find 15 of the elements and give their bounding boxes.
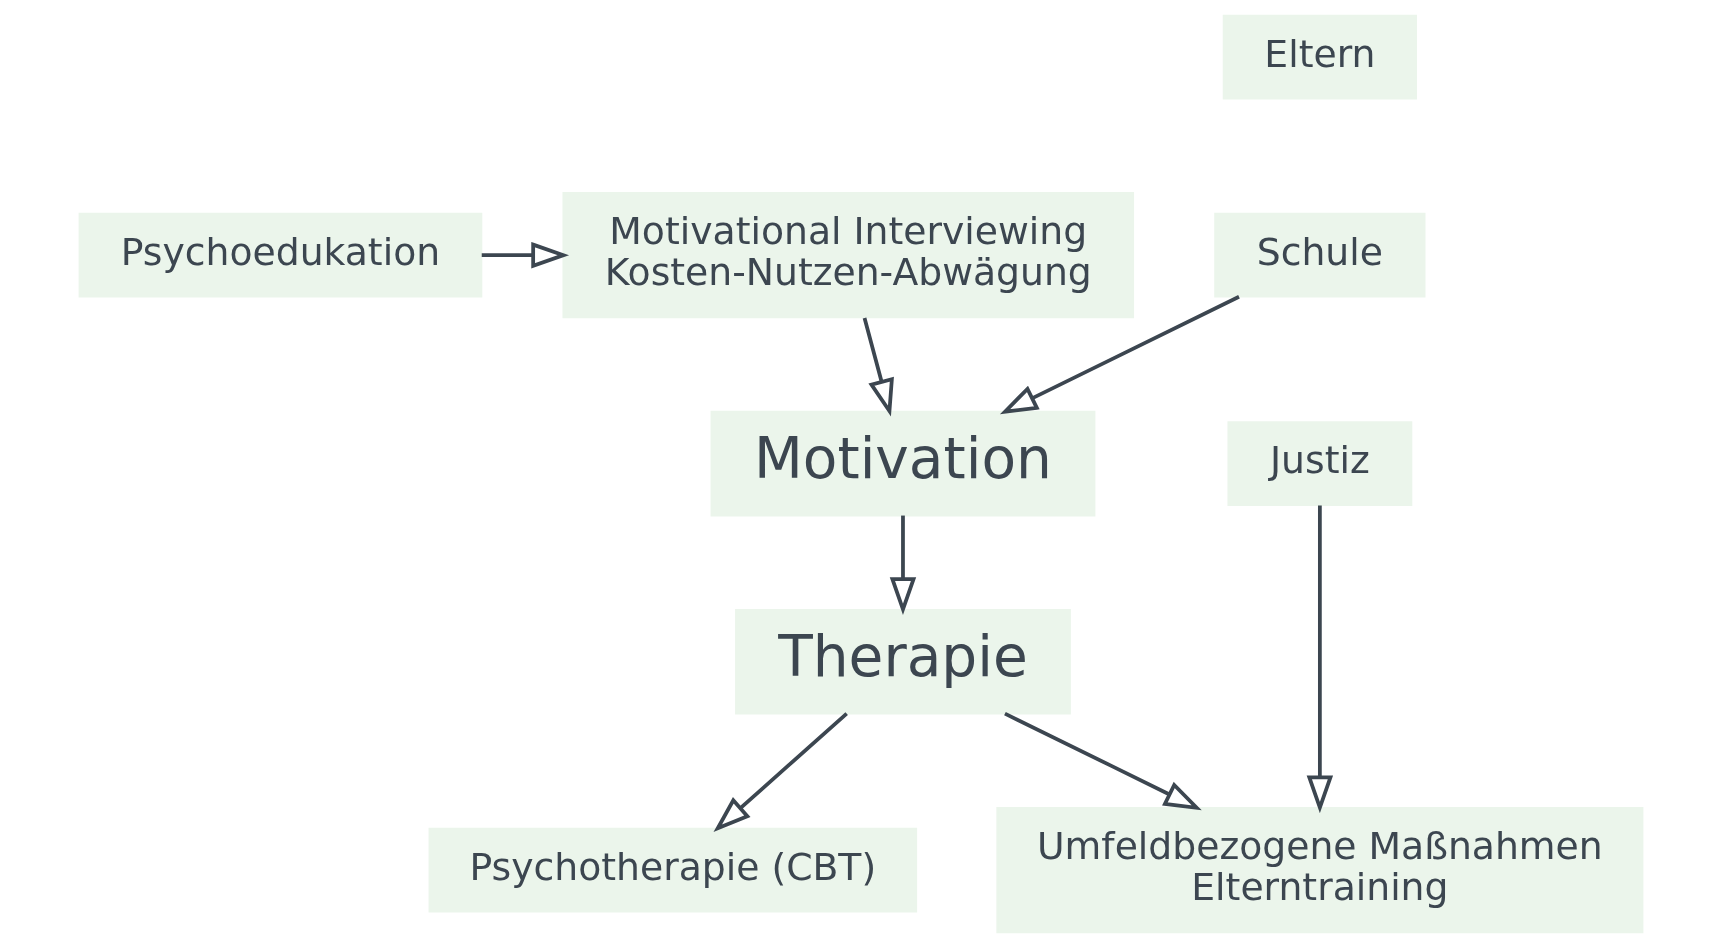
arrow xyxy=(889,515,916,615)
arrow xyxy=(481,241,569,269)
node-box: Therapie xyxy=(734,608,1071,715)
arrow xyxy=(999,295,1240,415)
node-box: Motivational Interviewing Kosten-Nutzen-Abwägung xyxy=(561,191,1134,319)
arrow xyxy=(862,317,894,417)
node-box: Psychotherapie (CBT) xyxy=(428,827,917,913)
node-box: Umfeldbezogene Maßnahmen Elterntraining xyxy=(995,806,1643,934)
node-box: Psychoedukation xyxy=(78,212,482,298)
arrow xyxy=(713,712,848,833)
node-box: Motivation xyxy=(710,410,1095,517)
arrow xyxy=(1306,505,1333,814)
node-box: Schule xyxy=(1213,212,1425,298)
arrow xyxy=(1003,711,1202,811)
node-box: Justiz xyxy=(1226,421,1412,507)
